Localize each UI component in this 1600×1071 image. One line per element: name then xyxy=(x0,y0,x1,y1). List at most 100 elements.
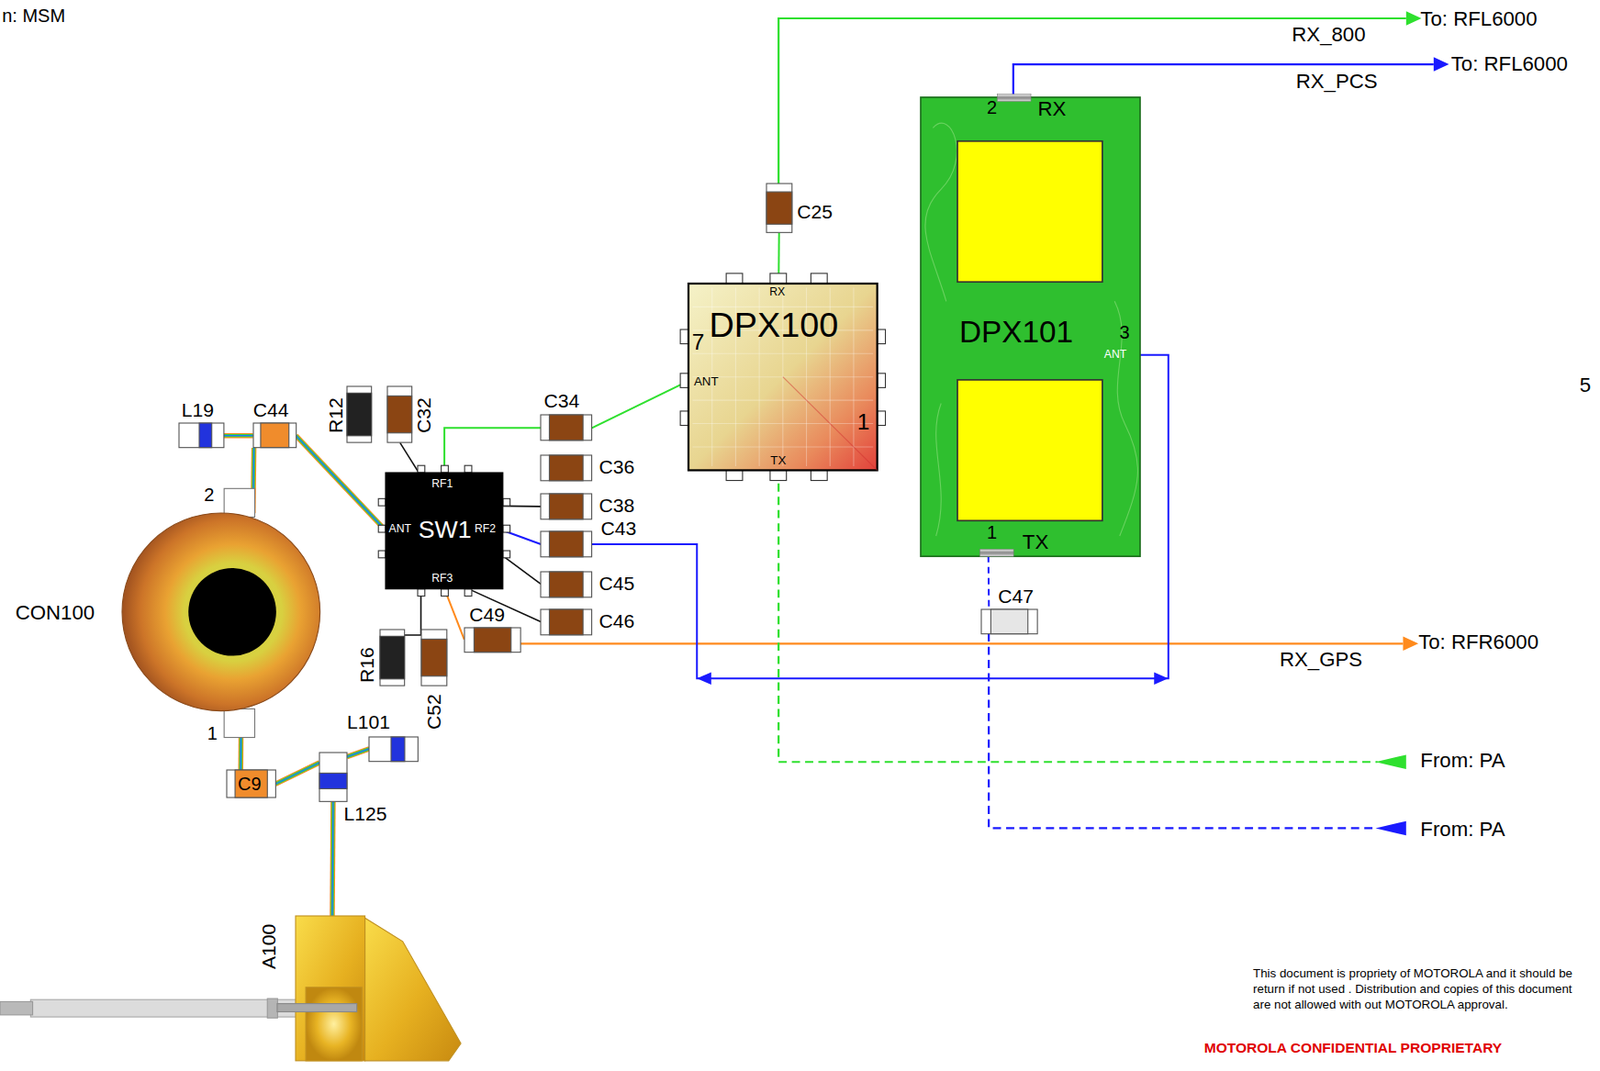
capacitor: C34 xyxy=(540,414,593,441)
wire-strand xyxy=(330,802,335,918)
cap-terminal xyxy=(766,183,793,233)
pin xyxy=(441,588,449,596)
part-outline xyxy=(540,609,593,636)
capacitor: C47 xyxy=(981,609,1038,635)
wire xyxy=(592,355,1169,685)
board-trace xyxy=(925,123,957,302)
board-trace xyxy=(935,402,941,537)
wire-strand xyxy=(346,749,370,758)
cap-body xyxy=(991,609,1029,635)
arrow-head xyxy=(696,672,712,685)
grid-line xyxy=(853,287,855,467)
part-label: C49 xyxy=(469,604,505,625)
pin-label: ANT xyxy=(693,375,719,388)
inductor-band xyxy=(199,423,213,448)
duplexer-body xyxy=(920,97,1141,557)
part-label: C36 xyxy=(599,457,636,477)
part-label: L125 xyxy=(344,804,388,824)
cap-terminal xyxy=(540,455,593,482)
cap-terminal xyxy=(387,386,413,443)
wire-path xyxy=(400,442,419,472)
wire-strand xyxy=(223,433,253,439)
pin xyxy=(503,498,511,506)
part-label: C46 xyxy=(599,611,636,631)
cable-end xyxy=(0,1001,34,1015)
footer-note: This document is propriety of MOTOROLA a… xyxy=(1253,965,1590,1014)
wire xyxy=(503,556,541,584)
pin xyxy=(877,373,886,389)
destination-label: To: RFL6000 xyxy=(1451,54,1568,75)
connector-body xyxy=(122,513,321,712)
resistor-body xyxy=(380,636,405,679)
resonator-pad xyxy=(957,140,1103,281)
pin xyxy=(503,525,511,533)
pin xyxy=(503,550,511,559)
coax-connector: CON10021 xyxy=(122,513,321,712)
pin xyxy=(464,465,472,473)
inductor: L101 xyxy=(369,737,418,762)
part-outline xyxy=(179,423,224,448)
capacitor: C38 xyxy=(540,493,593,520)
pin-label: 1 xyxy=(857,411,871,434)
cap-terminal xyxy=(540,531,593,558)
capacitor: C32 xyxy=(387,386,413,443)
part-outline xyxy=(766,183,793,233)
wire-path xyxy=(987,556,991,610)
part-outline xyxy=(369,737,418,762)
pin xyxy=(441,465,449,473)
capacitor: C36 xyxy=(540,455,593,482)
wire xyxy=(275,762,320,784)
destination-label: To: RFR6000 xyxy=(1418,632,1539,653)
capacitor: C45 xyxy=(540,571,593,598)
part-label: C43 xyxy=(599,518,639,538)
part-label: C45 xyxy=(599,573,636,594)
pin-label: RF1 xyxy=(431,478,453,490)
grid-line xyxy=(693,423,874,425)
source-label: From: PA xyxy=(1420,750,1505,772)
cap-body xyxy=(549,609,584,636)
antenna-pin xyxy=(277,1004,358,1013)
rxpcs-wire xyxy=(1013,64,1434,98)
part-outline xyxy=(540,493,593,520)
wire xyxy=(295,436,386,531)
arrow-head xyxy=(1433,56,1450,72)
arrow-head xyxy=(1375,754,1406,770)
pin xyxy=(378,498,386,506)
wire xyxy=(592,380,690,429)
part-label: C38 xyxy=(599,495,636,515)
pin-label: 3 xyxy=(1118,323,1130,342)
wire-strand xyxy=(295,436,386,531)
pin-label: RF3 xyxy=(431,572,453,584)
part-label: CON100 xyxy=(15,603,95,624)
wire-strand xyxy=(331,802,334,918)
signal-name: RX_800 xyxy=(1291,24,1366,45)
cap-body xyxy=(473,627,511,653)
part-label: DPX100 xyxy=(709,308,840,344)
part-outline xyxy=(540,571,593,598)
capacitor: C43 xyxy=(540,531,593,558)
capacitor: C25 xyxy=(766,183,793,233)
wire-strand xyxy=(329,802,336,918)
resistor-terminal xyxy=(380,629,405,686)
part-label: C25 xyxy=(796,201,833,222)
pin-label: RF2 xyxy=(474,523,496,535)
cap-terminal xyxy=(540,609,593,636)
wire-path xyxy=(592,355,1169,680)
pin xyxy=(770,469,787,481)
wire-strand xyxy=(295,436,386,531)
antenna-feed xyxy=(305,987,362,1062)
part-outline xyxy=(540,414,593,441)
arrow-head xyxy=(1375,821,1406,837)
wire-path xyxy=(592,380,690,429)
cap-body xyxy=(421,638,448,676)
pin xyxy=(680,373,689,389)
part-label: L101 xyxy=(346,712,391,732)
cap-terminal xyxy=(540,493,593,520)
antenna-wing xyxy=(365,917,461,1062)
antenna-cable xyxy=(30,999,298,1018)
cap-body xyxy=(387,396,413,434)
pin-label: 1 xyxy=(207,724,218,743)
inductor: L19 xyxy=(179,423,224,448)
